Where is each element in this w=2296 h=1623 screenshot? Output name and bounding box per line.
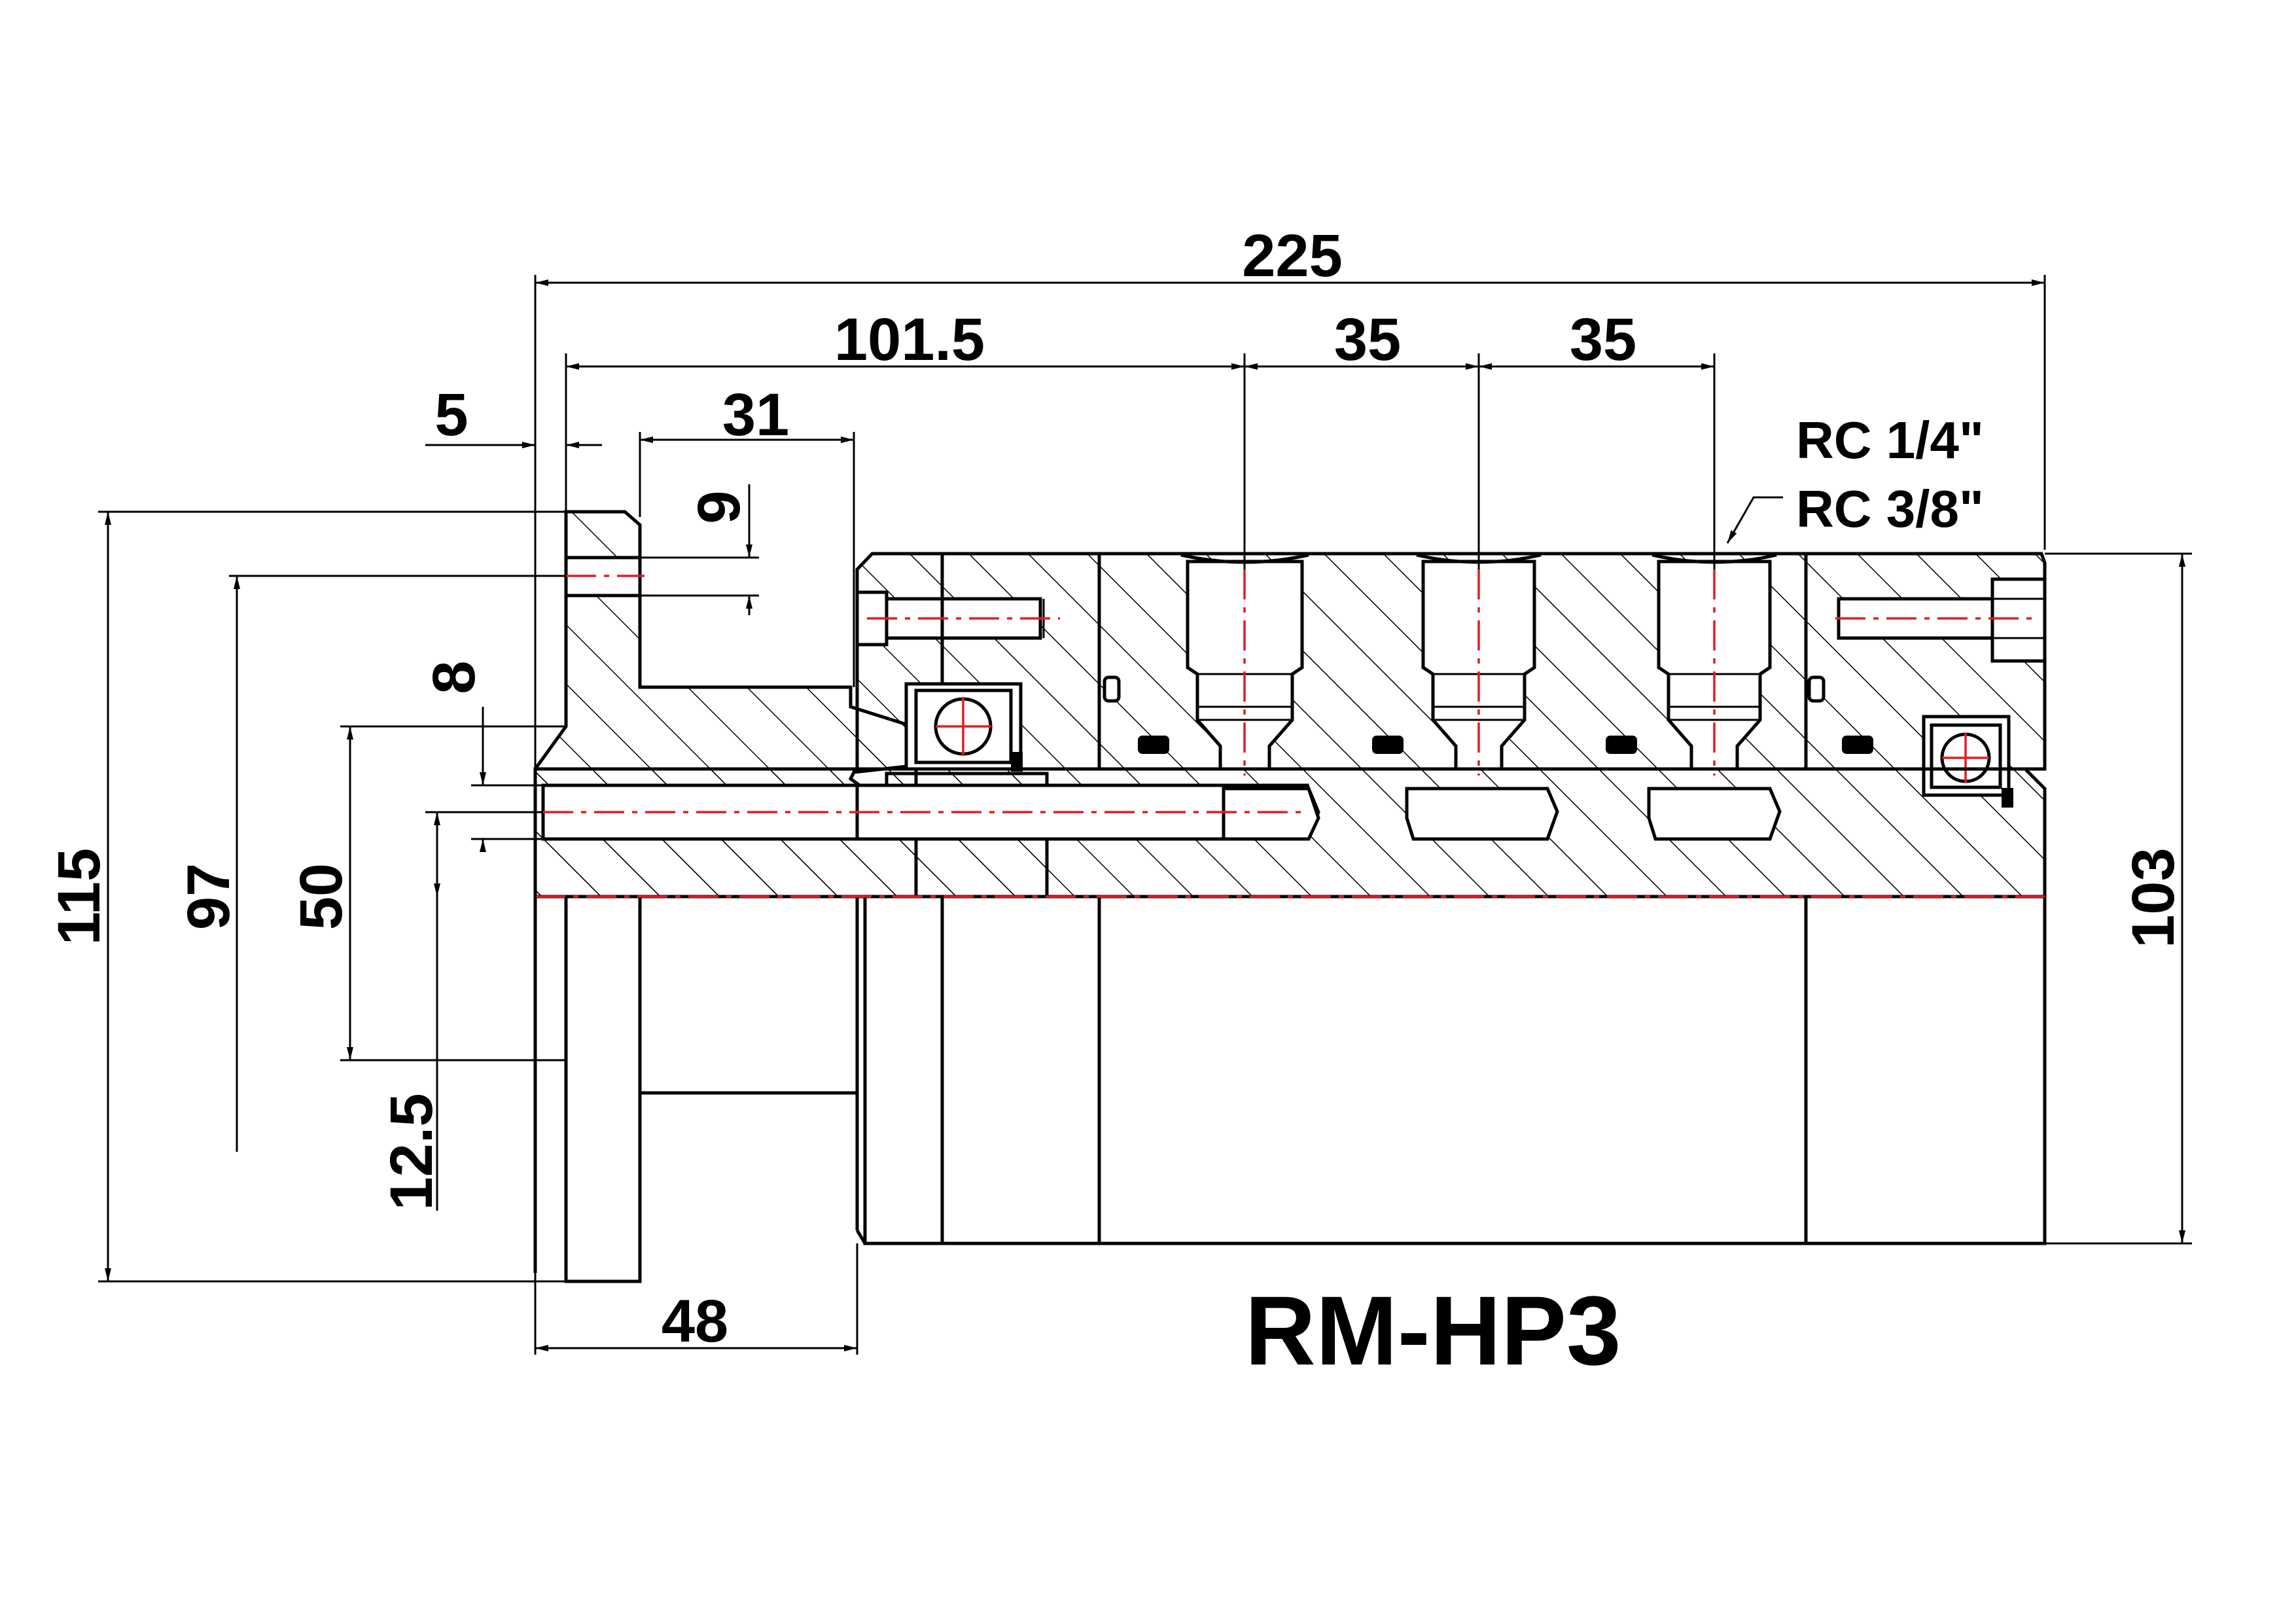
bearing-left (904, 682, 1023, 772)
dim-35-b: 35 (1570, 306, 1636, 373)
dim-101-5: 101.5 (834, 306, 985, 373)
dim-8: 8 (421, 660, 487, 694)
model-title: RM-HP3 (1245, 1275, 1621, 1385)
dim-50: 50 (288, 863, 355, 930)
passage-2 (1405, 787, 1559, 841)
seals (1103, 675, 1873, 754)
center-lines (535, 569, 2045, 898)
dim-31: 31 (722, 382, 789, 448)
shaft-lower (638, 895, 859, 1095)
dim-115: 115 (46, 848, 113, 945)
dimension-lines (98, 275, 2192, 1355)
port-thread-large: RC 3/8" (1796, 480, 1984, 538)
housing-body (855, 552, 2047, 1245)
housing-lower (855, 895, 2047, 1245)
dimension-labels: 225 101.5 35 35 5 31 9 8 115 97 50 12.5 … (46, 223, 2187, 1385)
passage-1 (1222, 787, 1320, 841)
bearing-right (1922, 715, 2013, 808)
dim-9: 9 (686, 490, 752, 524)
dim-5: 5 (434, 382, 468, 448)
dim-35-a: 35 (1334, 306, 1401, 373)
dim-225: 225 (1242, 223, 1343, 289)
port-2 (1416, 553, 1542, 771)
flange-lower (564, 895, 642, 1283)
dim-48: 48 (662, 1288, 728, 1355)
dim-103: 103 (2120, 847, 2187, 948)
dim-12-5: 12.5 (378, 1093, 445, 1210)
dim-97: 97 (175, 863, 242, 930)
port-thread-small: RC 1/4" (1796, 411, 1984, 469)
passage-3 (1647, 787, 1782, 841)
